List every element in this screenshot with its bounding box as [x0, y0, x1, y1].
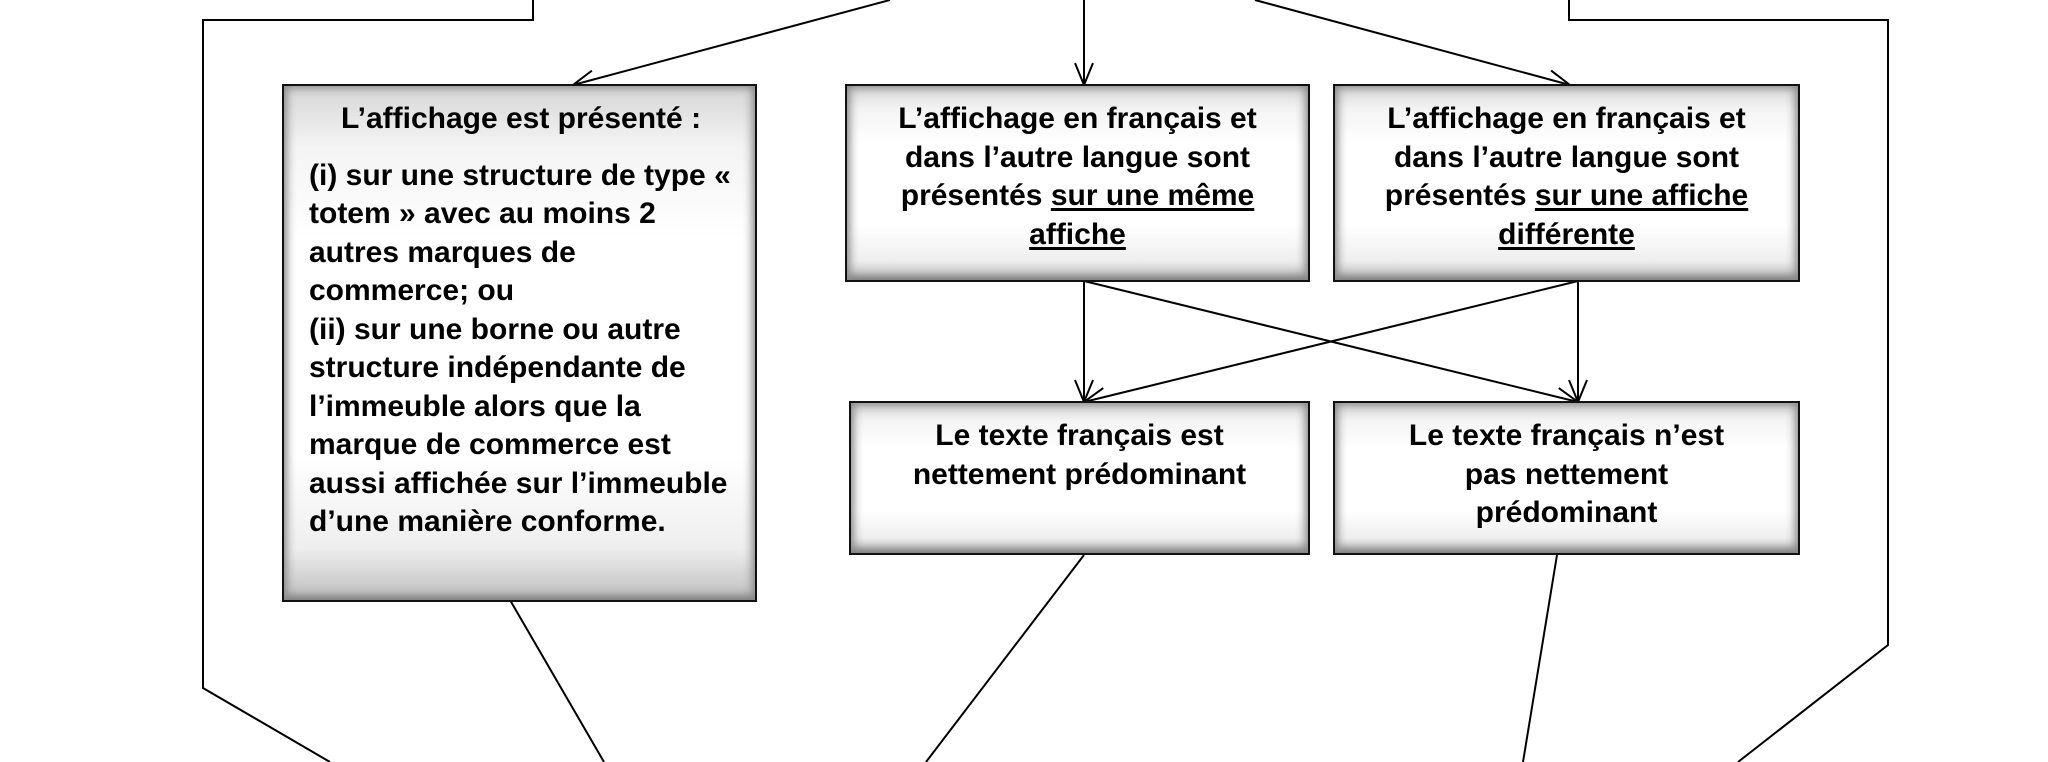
left-outer-connector: [202, 0, 534, 762]
predominant-box: Le texte français est nettement prédomin…: [849, 401, 1310, 555]
same-sign-text: L’affichage en français et dans l’autre …: [898, 102, 1257, 212]
predominant-text: Le texte français est nettement prédomin…: [912, 419, 1247, 491]
totem-box-title: L’affichage est présenté :: [340, 102, 702, 135]
different-sign-box: L’affichage en français et dans l’autre …: [1333, 84, 1800, 282]
totem-display-box: L’affichage est présenté : (i) sur une s…: [282, 84, 757, 602]
left-box-down-connector: [509, 599, 605, 762]
totem-condition-i: (i) sur une structure de type « totem » …: [309, 158, 731, 308]
not-predominant-box: Le texte français n’est pas nettement pr…: [1333, 401, 1800, 555]
right-outer-connector: [1568, 0, 1889, 762]
different-sign-text: L’affichage en français et dans l’autre …: [1384, 102, 1746, 212]
arrow-different-to-predominant: [1084, 280, 1579, 402]
predominant-down-connector: [925, 554, 1085, 762]
not-predominant-down-connector: [1522, 554, 1558, 762]
same-sign-underlined: sur une même affiche: [1029, 179, 1255, 251]
different-sign-underlined: sur une affiche différente: [1498, 179, 1749, 251]
not-predominant-text: Le texte français n’est pas nettement pr…: [1408, 419, 1725, 529]
same-sign-box: L’affichage en français et dans l’autre …: [845, 84, 1310, 282]
arrow-to-left-box: [573, 0, 891, 85]
totem-condition-ii: (ii) sur une borne ou autre structure in…: [309, 312, 728, 539]
arrow-to-different-sign-box: [1254, 0, 1570, 85]
